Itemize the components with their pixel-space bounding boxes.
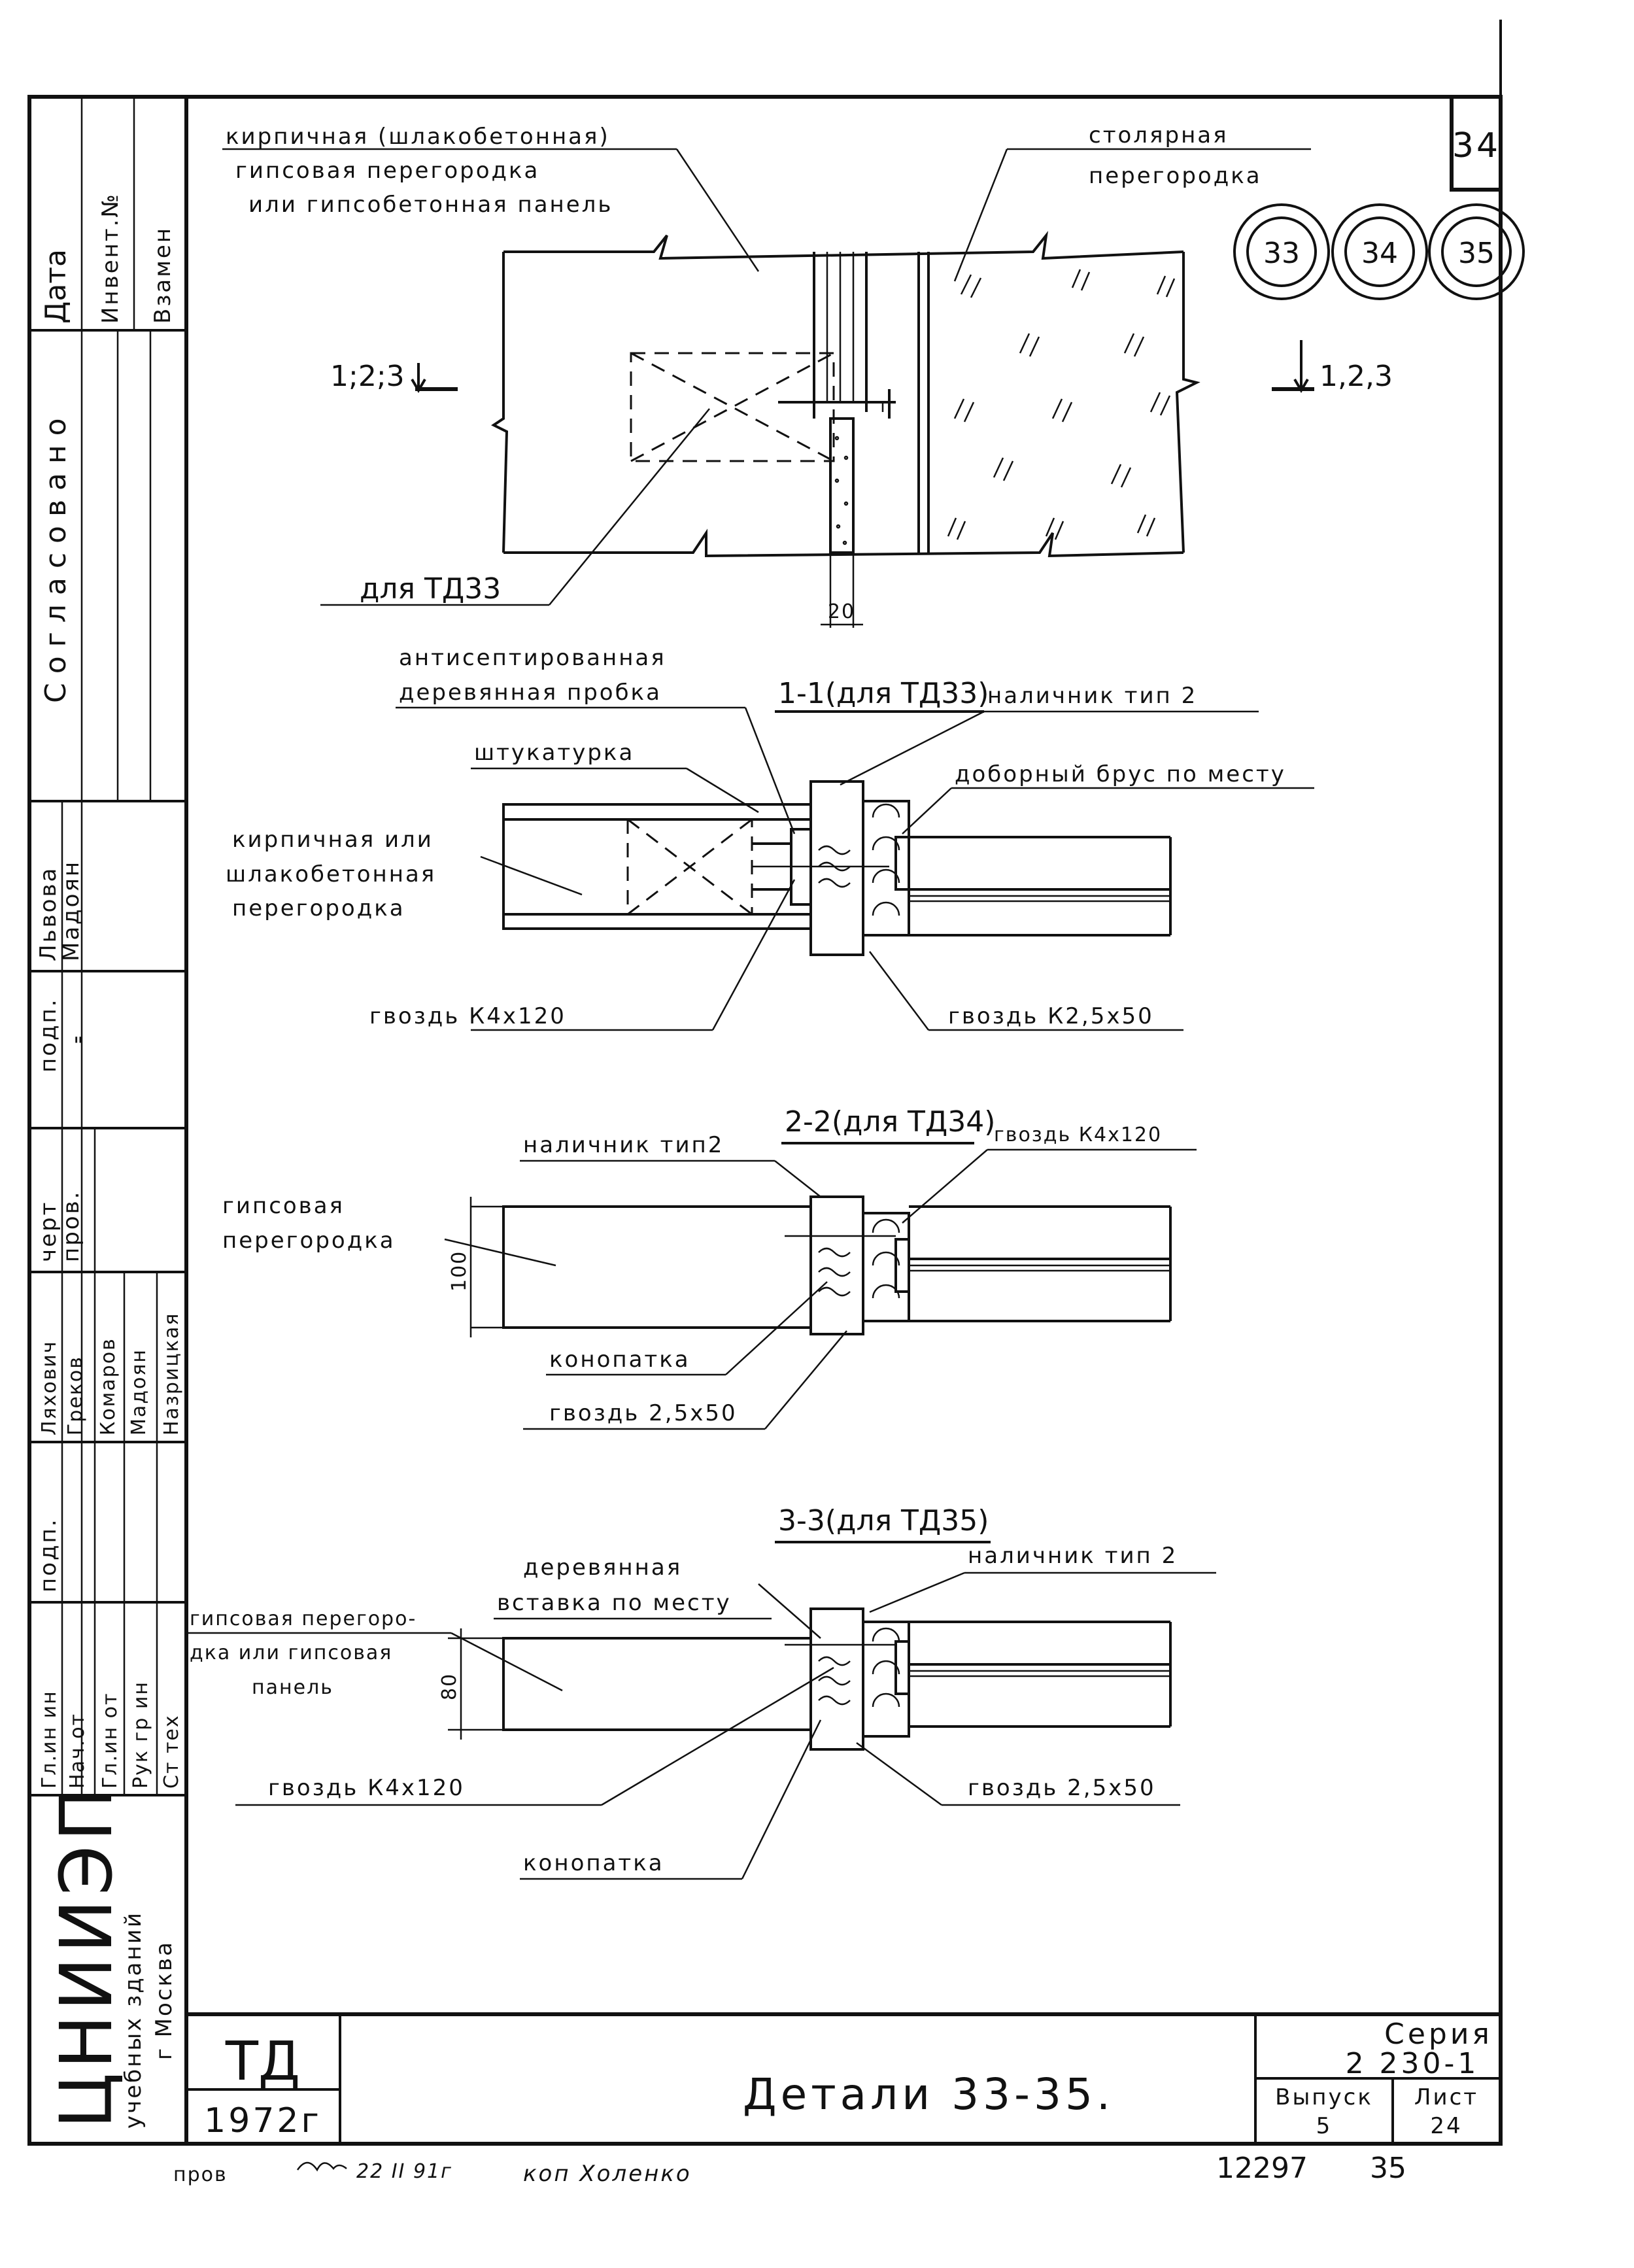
plan-label-left-1: кирпичная (шлакобетонная) <box>226 124 610 150</box>
node-reference-circles: 33 34 35 <box>1233 203 1525 300</box>
title-block: ТД 1972г Детали 33-35. Серия 2 230-1 Вып… <box>186 2012 1501 2144</box>
s1-label-plug-2: деревянная пробка <box>399 679 662 706</box>
sheet-frame <box>27 20 1503 2146</box>
s3-label-wall-2: дка или гипсовая <box>190 1641 392 1664</box>
footer: пров 22 II 91г коп Холенко 12297 35 <box>173 2152 1406 2187</box>
s2-label-nail-top: гвоздь К4х120 <box>994 1124 1162 1146</box>
sidebar-col-checked: пров. <box>58 1190 84 1262</box>
s3-label-caulk: конопатка <box>523 1850 664 1876</box>
series-label: Серия <box>1384 2018 1493 2051</box>
section-2-title: 2-2(для ТД34) <box>785 1105 995 1139</box>
sidebar-name-madoyan-2: Мадоян <box>128 1349 150 1435</box>
plan-label-right-1: столярная <box>1089 122 1229 148</box>
s1-label-plaster: штукатурка <box>474 740 634 766</box>
sheet-title: Детали 33-35. <box>743 2069 1114 2120</box>
s2-label-wall-1: гипсовая <box>222 1193 345 1219</box>
s3-label-insert-1: деревянная <box>523 1555 682 1581</box>
s1-label-trim: наличник тип 2 <box>987 683 1197 709</box>
section-2-2: 2-2(для ТД34) 100 наличник тип2 гвоздь К… <box>222 1105 1197 1430</box>
footer-number-2: 35 <box>1370 2152 1406 2185</box>
sidebar: Дата Инвент.№ Взамен Согласовано Львова … <box>29 97 186 2129</box>
s3-label-nail-left: гвоздь К4х120 <box>268 1775 465 1801</box>
s1-label-wall-1: кирпичная или <box>232 827 434 853</box>
sidebar-name-lyakhovich: Ляхович <box>38 1340 61 1435</box>
node-ref-33: 33 <box>1263 237 1300 270</box>
sidebar-name-nazritskaya: Назрицкая <box>160 1313 183 1435</box>
sidebar-col-drawn: черт <box>35 1201 61 1262</box>
s2-label-trim: наличник тип2 <box>523 1132 724 1158</box>
sidebar-name-komarov: Комаров <box>97 1337 120 1435</box>
s3-label-trim: наличник тип 2 <box>968 1543 1178 1569</box>
sidebar-role-1: Гл.ин ин <box>38 1690 61 1789</box>
issue-value: 5 <box>1316 2113 1333 2139</box>
plan-detail: 20 1;2;3 1,2,3 кирпичная (шлакобетонная)… <box>222 122 1393 628</box>
sidebar-name-madoyan-1: Мадоян <box>58 860 84 961</box>
corner-number-box: 34 <box>1450 97 1501 192</box>
plan-glass-hatch <box>947 269 1176 540</box>
s3-dim-80: 80 <box>438 1673 461 1700</box>
node-ref-34: 34 <box>1361 237 1398 270</box>
cut-mark-left: 1;2;3 <box>330 360 405 393</box>
footer-signature <box>296 2161 347 2172</box>
plan-label-left-3: или гипсобетонная панель <box>248 192 613 218</box>
sidebar-role-4: Рук гр ин <box>129 1681 152 1789</box>
year: 1972г <box>204 2101 322 2140</box>
sidebar-name-lvova: Львова <box>35 867 61 961</box>
sheet-label: Лист <box>1414 2084 1478 2110</box>
sheet-value: 24 <box>1430 2113 1462 2139</box>
footer-checked: пров <box>173 2163 228 2186</box>
s3-label-insert-2: вставка по месту <box>497 1590 732 1616</box>
s2-label-wall-2: перегородка <box>222 1228 396 1254</box>
sidebar-name-grekov: Греков <box>64 1356 87 1435</box>
footer-date: 22 II 91г <box>356 2160 452 2183</box>
cut-mark-right: 1,2,3 <box>1319 360 1393 393</box>
s1-label-plug-1: антисептированная <box>399 645 666 671</box>
s2-label-nail-bottom: гвоздь 2,5х50 <box>549 1400 738 1426</box>
sidebar-sign-label-2: подп. <box>35 1517 61 1592</box>
sidebar-sign-value-1: " <box>73 1033 86 1059</box>
corner-number: 34 <box>1452 126 1501 165</box>
sidebar-replaces: Взамен <box>150 226 176 324</box>
plan-label-right-2: перегородка <box>1089 163 1262 189</box>
sidebar-role-5: Ст тех <box>160 1714 183 1789</box>
plan-dim-20: 20 <box>828 600 855 623</box>
s3-label-nail-right: гвоздь 2,5х50 <box>968 1775 1156 1801</box>
s3-label-wall-3: панель <box>252 1676 333 1699</box>
code-td: ТД <box>225 2031 300 2093</box>
section-3-title: 3-3(для ТД35) <box>778 1504 989 1538</box>
org-sub1: учебных зданий <box>120 1911 146 2129</box>
s2-dim-100: 100 <box>448 1250 471 1292</box>
plan-label-for-td33: для ТД33 <box>360 572 501 606</box>
footer-copy: коп Холенко <box>523 2161 692 2187</box>
series-value: 2 230-1 <box>1346 2047 1480 2080</box>
plan-label-left-2: гипсовая перегородка <box>235 158 539 184</box>
s1-label-nail-right: гвоздь К2,5х50 <box>948 1003 1154 1029</box>
sidebar-role-3: Гл.ин от <box>99 1692 122 1789</box>
section-1-1: 1-1(для ТД33) гвоздь К4х120 гвоздь К2,5х… <box>226 645 1314 1031</box>
sidebar-sign-label-1: подп. <box>35 997 61 1073</box>
s1-label-wall-2: шлакобетонная <box>226 861 436 887</box>
sidebar-inventory: Инвент.№ <box>97 192 124 324</box>
sidebar-date: Дата <box>39 249 73 324</box>
s3-label-wall-1: гипсовая перегоро- <box>190 1607 417 1630</box>
issue-label: Выпуск <box>1275 2084 1373 2110</box>
section-1-title: 1-1(для ТД33) <box>778 677 989 710</box>
s1-label-nail-left: гвоздь К4х120 <box>369 1003 566 1029</box>
footer-number: 12297 <box>1216 2152 1308 2185</box>
sidebar-agreed: Согласовано <box>39 409 73 703</box>
s2-label-caulk: конопатка <box>549 1347 690 1373</box>
section-3-3: 3-3(для ТД35) 80 деревянная вставка по м… <box>186 1504 1216 1880</box>
s1-label-wall-3: перегородка <box>232 895 405 921</box>
org-sub2: г Москва <box>151 1940 177 2060</box>
plan-fill-dots <box>834 436 849 545</box>
s1-label-bar: доборный брус по месту <box>955 761 1286 787</box>
node-ref-35: 35 <box>1458 237 1495 270</box>
sidebar-role-2: Нач.от <box>66 1713 89 1789</box>
org-name: ЦНИИЭП <box>44 1783 128 2129</box>
